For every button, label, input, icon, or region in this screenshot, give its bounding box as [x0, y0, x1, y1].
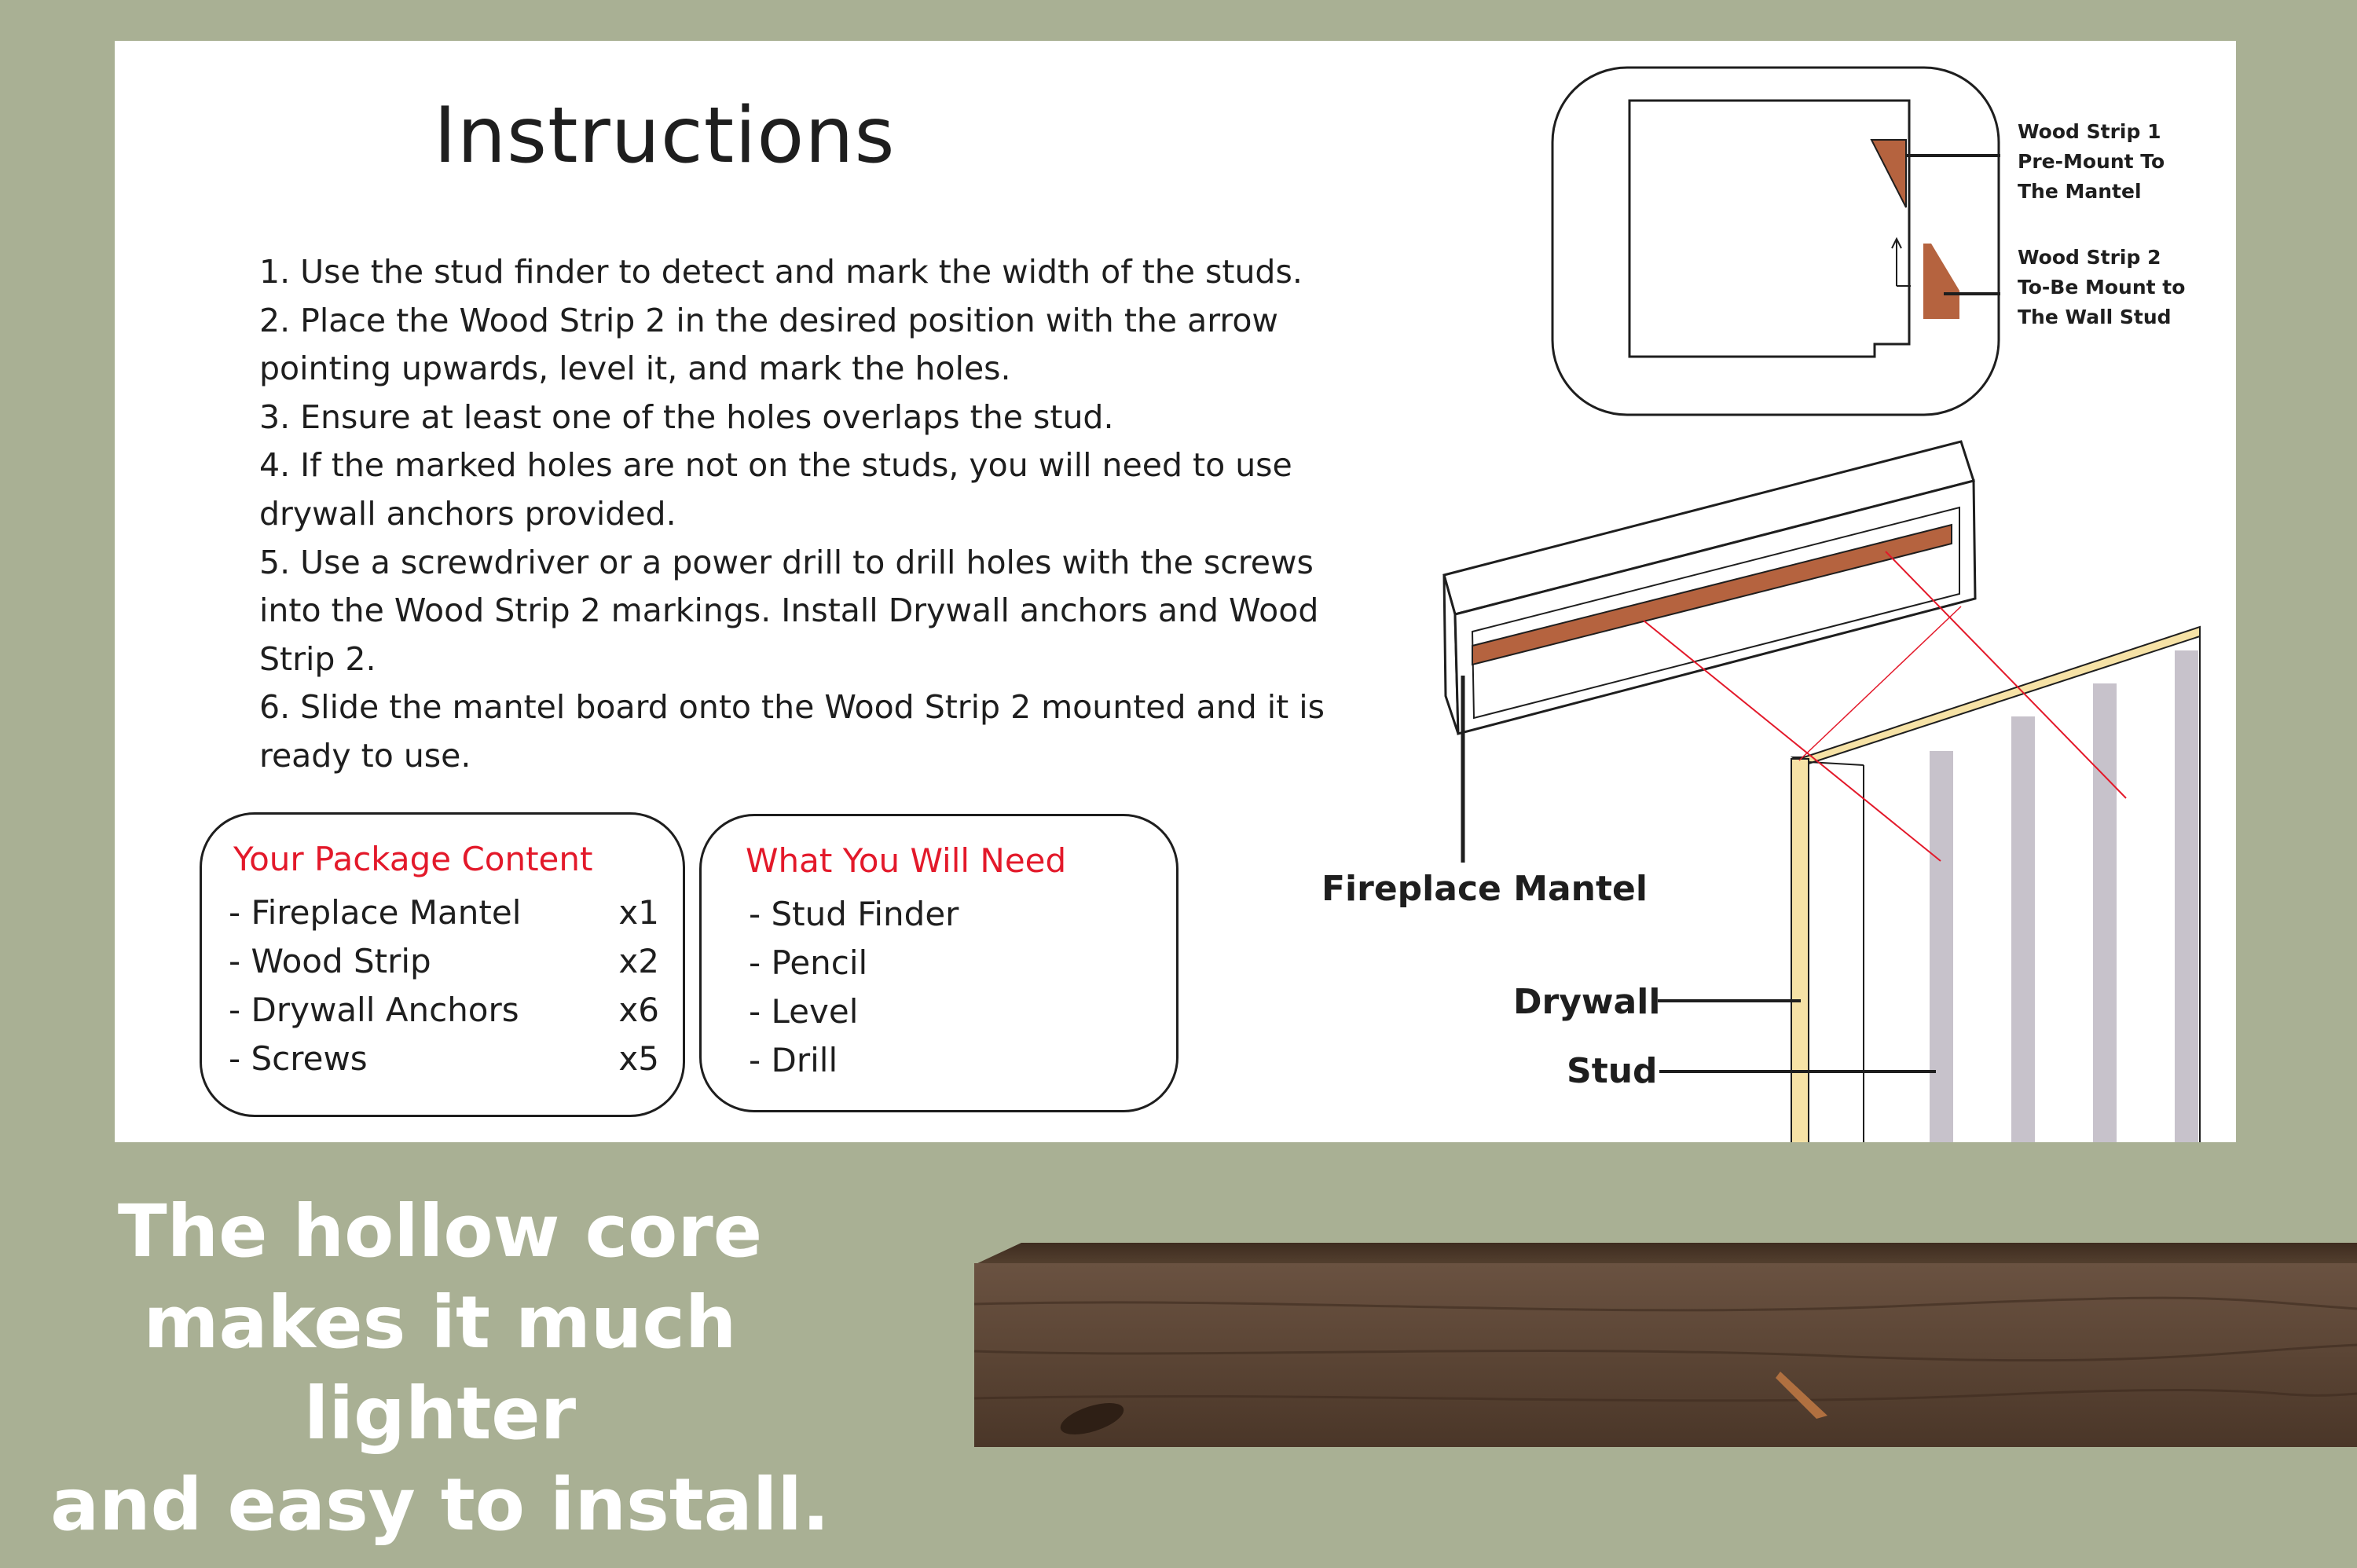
wood-strip-2-shape — [1923, 244, 1959, 319]
tool-item: - Drill — [749, 1041, 838, 1079]
instruction-card: Instructions 1. Use the stud finder to d… — [115, 41, 2236, 1142]
drywall-label: Drywall — [1513, 982, 1660, 1022]
step-line: ready to use. — [259, 736, 471, 775]
package-content-title: Your Package Content — [233, 840, 593, 878]
drywall-board — [1791, 758, 1809, 1142]
tagline-line: and easy to install. — [50, 1463, 830, 1547]
wood-strip-1-shape — [1870, 139, 1907, 208]
package-item-name: - Screws — [229, 1039, 368, 1078]
package-item-name: - Wood Strip — [229, 942, 431, 980]
step-line: drywall anchors provided. — [259, 494, 676, 533]
package-item-qty: x1 — [618, 893, 659, 932]
what-you-need-title: What You Will Need — [746, 841, 1067, 880]
wall-top-edge — [1790, 625, 2201, 767]
wood-board-image — [973, 1243, 2357, 1447]
step-line: 2. Place the Wood Strip 2 in the desired… — [259, 301, 1278, 339]
step-line: 3. Ensure at least one of the holes over… — [259, 397, 1114, 436]
instruction-steps: 1. Use the stud finder to detect and mar… — [259, 248, 1532, 781]
wall-studs — [1930, 650, 2198, 1142]
step-line: 5. Use a screwdriver or a power drill to… — [259, 543, 1314, 581]
tool-item: - Stud Finder — [749, 895, 959, 933]
strip1-label: Wood Strip 1 Pre-Mount To The Mantel — [2018, 120, 2172, 203]
guide-line — [1885, 551, 2127, 799]
mantel-label: Fireplace Mantel — [1321, 869, 1648, 909]
mantel-profile — [1628, 99, 1911, 358]
guide-line — [1798, 606, 1962, 761]
step-line: 4. If the marked holes are not on the st… — [259, 446, 1292, 485]
strip2-label: Wood Strip 2 To-Be Mount to The Wall Stu… — [2018, 246, 2192, 328]
installation-diagram: Wood Strip 1 Pre-Mount To The Mantel Woo… — [1321, 66, 2201, 1142]
package-item-qty: x6 — [618, 991, 659, 1029]
step-line: 1. Use the stud finder to detect and mar… — [259, 253, 1303, 291]
package-content-box: Your Package Content - Fireplace Mantel … — [200, 812, 685, 1117]
tagline-line: The hollow core — [117, 1189, 763, 1273]
wood-knot — [1776, 1372, 1827, 1419]
tagline-line: makes it much lighter — [143, 1280, 737, 1456]
tagline: The hollow core makes it much lighter an… — [0, 1186, 880, 1551]
package-item-qty: x2 — [618, 942, 659, 980]
arrow-up-icon — [1891, 236, 1911, 287]
stud-label: Stud — [1567, 1051, 1658, 1091]
step-line: into the Wood Strip 2 markings. Install … — [259, 592, 1319, 630]
step-line: Strip 2. — [259, 639, 376, 678]
package-item-qty: x5 — [618, 1039, 659, 1078]
instructions-title: Instructions — [434, 91, 896, 181]
tool-item: - Pencil — [749, 943, 868, 982]
mantel-3d — [1442, 440, 1977, 735]
tool-item: - Level — [749, 992, 859, 1031]
package-item-name: - Drywall Anchors — [229, 991, 519, 1029]
step-line: pointing upwards, level it, and mark the… — [259, 350, 1011, 388]
what-you-need-box: What You Will Need - Stud Finder - Penci… — [699, 814, 1178, 1112]
mantel-wood-strip — [1472, 523, 1952, 666]
package-item-name: - Fireplace Mantel — [229, 893, 522, 932]
wood-knot — [1060, 1402, 1124, 1435]
guide-line — [1643, 620, 1941, 862]
step-line: 6. Slide the mantel board onto the Wood … — [259, 688, 1325, 727]
